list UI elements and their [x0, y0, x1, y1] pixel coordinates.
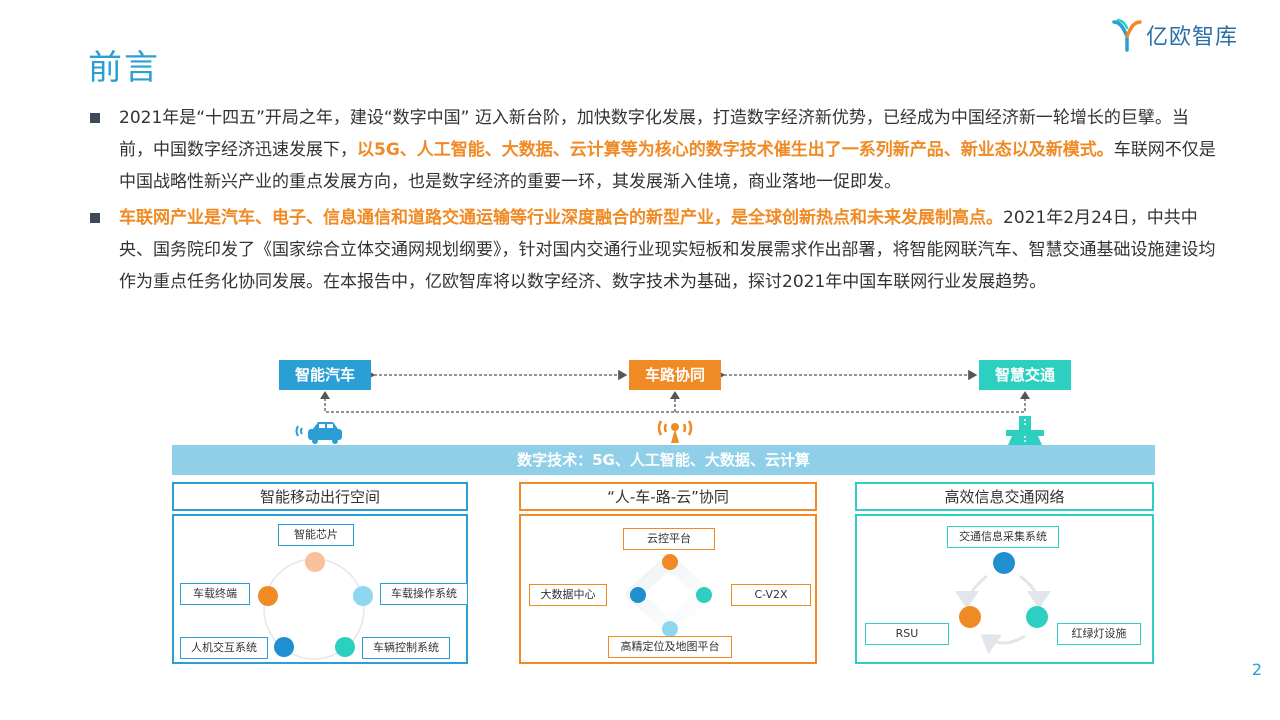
logo-text: 亿欧智库 — [1146, 25, 1239, 50]
tag-cv2x: C-V2X — [731, 584, 811, 606]
panel-title-network: 高效信息交通网络 — [855, 482, 1154, 511]
signal-tower-icon — [657, 420, 693, 443]
smart-car-box: 智能汽车 — [279, 360, 371, 390]
paragraph-1-highlight: 以5G、人工智能、大数据、云计算等为核心的数字技术催生出了一系列新产品、新业态以… — [357, 140, 1114, 160]
paragraph-1-text-a: 2021年是“十四五”开局之年，建设“数字中国” 迈入新台阶，加快数字化发展，打… — [119, 108, 1189, 160]
panel-collab: 云控平台 C-V2X 高精定位及地图平台 大数据中心 — [519, 514, 817, 664]
page-number: 2 — [1251, 660, 1262, 679]
tag-hmi: 人机交互系统 — [180, 637, 268, 659]
vehicle-road-collab-box: 车路协同 — [629, 360, 721, 390]
dot-rsu — [959, 606, 981, 628]
dot-traffic-info — [993, 552, 1015, 574]
paragraph-text: 2021年是“十四五”开局之年，建设“数字中国” 迈入新台阶，加快数字化发展，打… — [119, 102, 1220, 198]
tag-hd-positioning: 高精定位及地图平台 — [608, 636, 732, 658]
tag-traffic-info-system: 交通信息采集系统 — [947, 526, 1059, 548]
brand-logo[interactable]: 亿欧智库 — [1112, 18, 1238, 52]
paragraph-1-text-b: 车联网不仅是中国战略性新兴产业的重点发展方向，也是数字经济的重要一环，其发展渐入… — [119, 140, 1216, 192]
brand-y-icon — [1112, 18, 1142, 52]
bullet-square-icon — [90, 213, 100, 223]
road-icon — [1006, 416, 1044, 445]
connected-car-icon — [295, 422, 342, 444]
bullet-square-icon — [90, 113, 100, 123]
dot-cv2x — [696, 587, 712, 603]
dot-control — [335, 637, 355, 657]
panel-title-mobility: 智能移动出行空间 — [172, 482, 468, 511]
dot-hmi — [274, 637, 294, 657]
tag-vehicle-os: 车载操作系统 — [380, 583, 468, 605]
dot-cloud-control — [662, 554, 678, 570]
dot-big-data — [630, 587, 646, 603]
dot-traffic-light — [1026, 606, 1048, 628]
digital-tech-bar: 数字技术：5G、人工智能、大数据、云计算 — [172, 445, 1155, 475]
dot-os — [353, 586, 373, 606]
paragraph-2-text-b: 2021年2月24日，中共中央、国务院印发了《国家综合立体交通网规划纲要》，针对… — [119, 208, 1216, 292]
dot-terminal — [258, 586, 278, 606]
tag-vehicle-control: 车辆控制系统 — [362, 637, 450, 659]
page-title: 前言 — [88, 48, 160, 88]
smart-traffic-box: 智慧交通 — [979, 360, 1071, 390]
tag-big-data-center: 大数据中心 — [529, 584, 607, 606]
intro-paragraph-1: 2021年是“十四五”开局之年，建设“数字中国” 迈入新台阶，加快数字化发展，打… — [90, 102, 1220, 198]
dot-chip — [305, 552, 325, 572]
tag-cloud-control: 云控平台 — [623, 528, 715, 550]
panel-mobility: 智能芯片 车载操作系统 车辆控制系统 人机交互系统 车载终端 — [172, 514, 468, 664]
paragraph-2-highlight: 车联网产业是汽车、电子、信息通信和道路交通运输等行业深度融合的新型产业，是全球创… — [119, 208, 1003, 228]
tag-vehicle-terminal: 车载终端 — [180, 583, 250, 605]
tag-smart-chip: 智能芯片 — [278, 524, 354, 546]
dot-hd-map — [662, 621, 678, 637]
panel-title-collab: “人-车-路-云”协同 — [519, 482, 817, 511]
tag-rsu: RSU — [865, 623, 949, 645]
intro-paragraph-2: 车联网产业是汽车、电子、信息通信和道路交通运输等行业深度融合的新型产业，是全球创… — [90, 202, 1220, 298]
network-cycle — [955, 574, 1051, 655]
tag-traffic-light: 红绿灯设施 — [1057, 623, 1141, 645]
panel-network: 交通信息采集系统 红绿灯设施 RSU — [855, 514, 1154, 664]
paragraph-text: 车联网产业是汽车、电子、信息通信和道路交通运输等行业深度融合的新型产业，是全球创… — [119, 202, 1220, 298]
